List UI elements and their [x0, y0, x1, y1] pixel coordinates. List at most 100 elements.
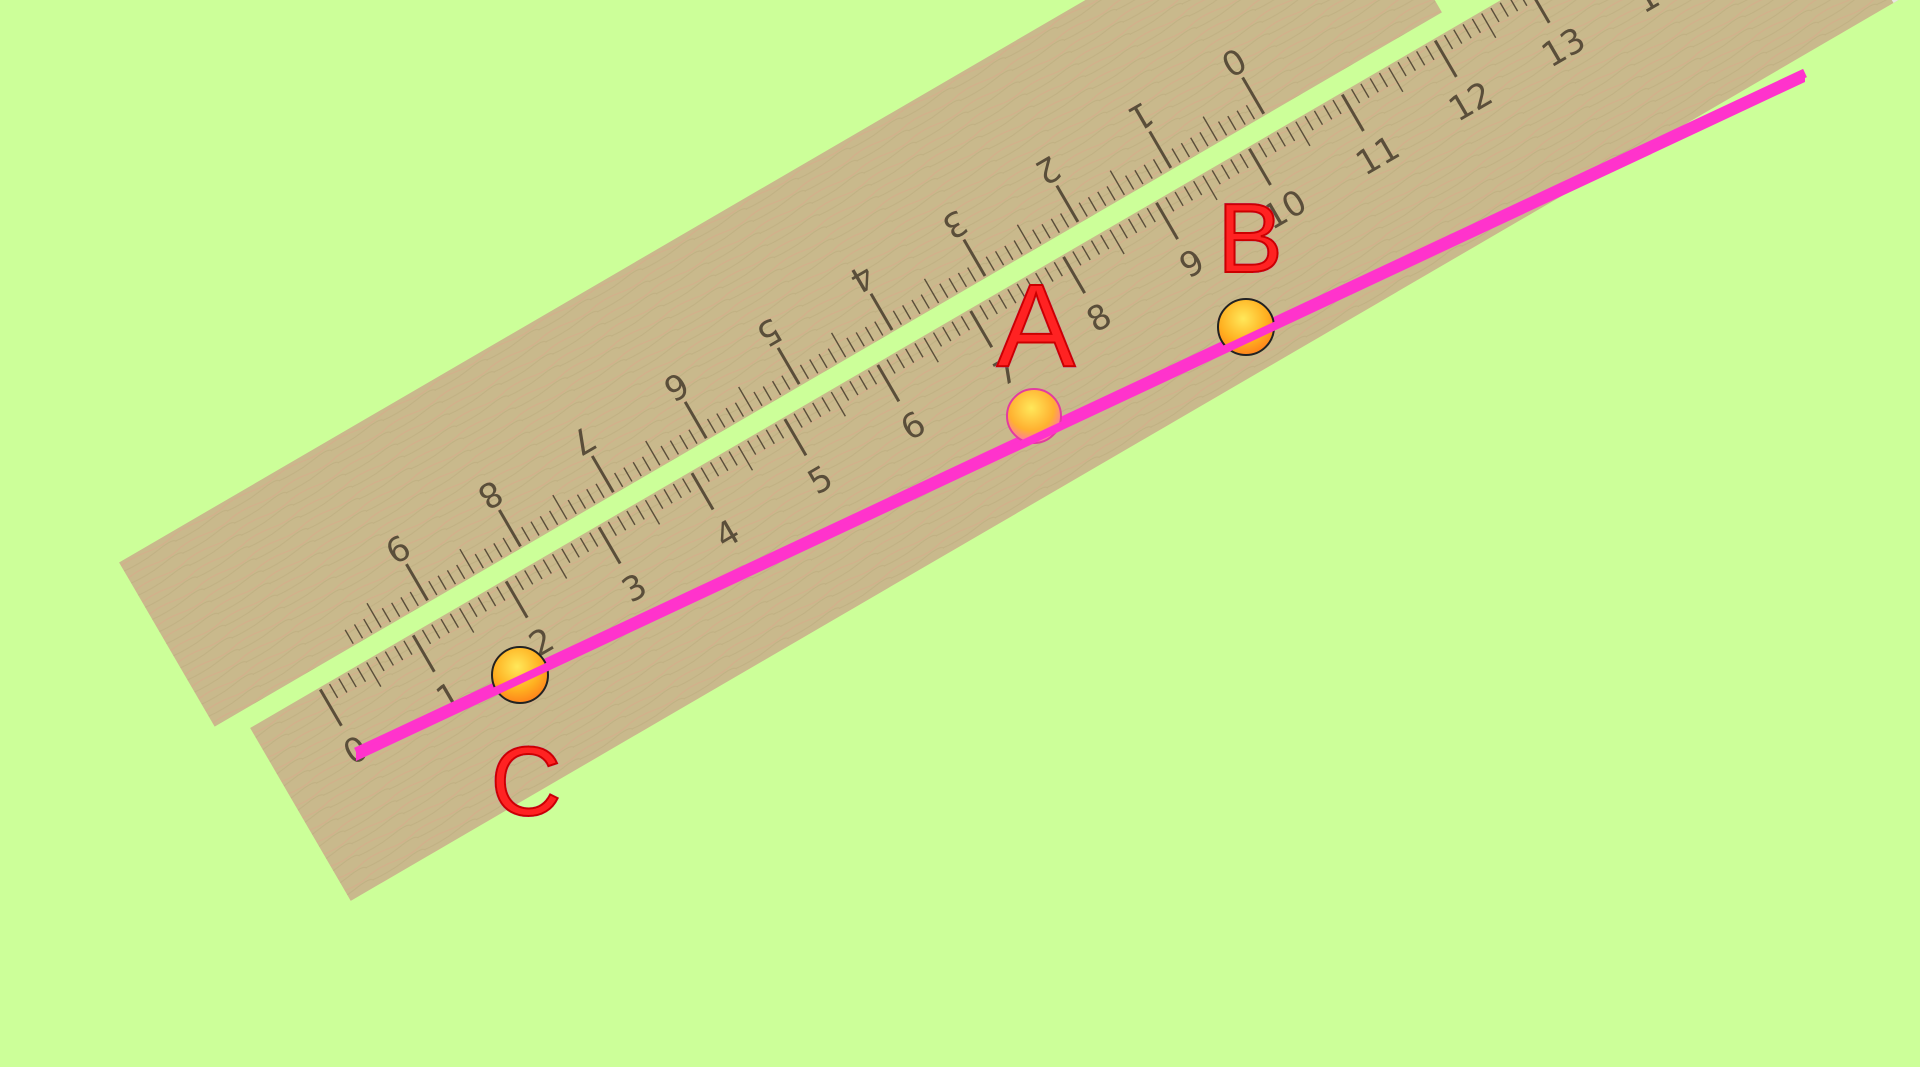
lower-ruler-tick — [1090, 240, 1101, 255]
upper-ruler-tick — [1134, 169, 1144, 185]
lower-ruler-tick — [1239, 153, 1249, 169]
upper-ruler-tick — [846, 337, 856, 353]
lower-ruler-tick — [1211, 169, 1221, 185]
lower-ruler-tick — [942, 326, 952, 342]
lower-ruler-tick — [1295, 121, 1311, 147]
upper-ruler-tick — [498, 509, 522, 548]
upper-ruler-tick — [391, 602, 401, 617]
lower-ruler-tick — [597, 526, 622, 565]
lower-ruler-tick — [960, 316, 971, 331]
lower-ruler-tick — [1499, 2, 1509, 17]
lower-ruler-tick — [682, 478, 692, 493]
lower-ruler-tick — [1481, 13, 1497, 39]
lower-ruler-tick — [644, 499, 661, 525]
lower-ruler-tick — [403, 640, 413, 655]
upper-ruler-tick — [948, 278, 958, 293]
lower-ruler-tick — [1127, 218, 1138, 234]
upper-ruler-tick — [409, 591, 419, 607]
upper-ruler-tick — [1055, 184, 1080, 223]
lower-ruler-tick — [988, 299, 998, 315]
lower-ruler-tick — [867, 370, 878, 385]
lower-ruler-tick — [1453, 29, 1463, 44]
lower-ruler-tick — [1035, 272, 1045, 288]
upper-ruler-tick — [1032, 229, 1042, 244]
lower-ruler-tick — [793, 413, 803, 428]
lower-ruler-tick — [1025, 278, 1036, 293]
lower-ruler-tick — [1388, 67, 1404, 93]
lower-ruler-tick — [1471, 18, 1482, 34]
upper-ruler-tick — [552, 494, 568, 520]
upper-ruler-tick — [1087, 196, 1098, 212]
lower-ruler-tick — [1425, 45, 1435, 61]
lower-ruler-tick — [1508, 0, 1519, 12]
upper-ruler-tick — [923, 278, 940, 304]
lower-ruler-tick — [366, 662, 382, 687]
lower-ruler-tick — [338, 678, 348, 693]
lower-ruler-tick — [654, 494, 664, 509]
label-B: B — [1217, 183, 1282, 293]
lower-ruler-tick — [533, 564, 543, 580]
lower-ruler-tick — [477, 597, 487, 612]
lower-ruler-tick — [1397, 61, 1407, 77]
upper-ruler-tick — [962, 238, 987, 277]
label-C: C — [491, 726, 562, 836]
lower-ruler-tick — [486, 591, 497, 607]
lower-ruler-tick — [895, 353, 905, 369]
lower-ruler-tick — [1360, 83, 1370, 99]
upper-ruler-tick — [874, 321, 884, 336]
lower-ruler-tick — [1174, 191, 1184, 207]
lower-ruler-tick — [756, 434, 766, 450]
upper-ruler-tick — [502, 537, 512, 553]
upper-ruler-tick — [669, 440, 680, 455]
lower-ruler-tick — [1313, 110, 1324, 126]
lower-ruler-tick — [1007, 288, 1017, 304]
upper-ruler-tick — [716, 413, 726, 428]
lower-ruler-tick — [1276, 132, 1286, 147]
upper-ruler-tick — [548, 510, 559, 526]
lower-ruler-tick — [905, 348, 915, 363]
lower-ruler-tick — [690, 472, 715, 511]
upper-ruler-tick — [632, 461, 642, 477]
lower-ruler-tick — [1062, 256, 1086, 294]
lower-ruler-tick — [672, 483, 682, 499]
upper-ruler-tick — [428, 580, 438, 596]
lower-ruler[interactable]: 0123456789101112131415 — [250, 0, 1907, 901]
upper-ruler-tick — [1180, 142, 1191, 158]
upper-ruler-tick — [1143, 164, 1153, 179]
upper-ruler-tick — [493, 542, 503, 558]
lower-ruler-tick — [1137, 213, 1147, 228]
upper-ruler-tick — [1148, 130, 1173, 169]
upper-ruler-tick — [366, 602, 382, 628]
lower-ruler-tick — [1304, 115, 1314, 131]
upper-ruler-tick — [483, 548, 494, 563]
upper-ruler-tick — [623, 467, 633, 482]
lower-ruler-tick — [514, 575, 525, 591]
lower-ruler-tick — [524, 570, 534, 585]
upper-ruler-tick — [920, 294, 930, 309]
upper-ruler-tick — [1241, 76, 1266, 115]
lower-ruler-tick — [551, 553, 568, 579]
lower-ruler-tick — [1332, 99, 1342, 115]
lower-ruler-tick — [886, 359, 896, 374]
upper-ruler-tick — [437, 575, 447, 590]
lower-ruler-tick — [375, 656, 385, 672]
lower-ruler-tick — [914, 343, 924, 358]
upper-ruler-tick — [530, 521, 540, 536]
lower-ruler-tick — [468, 602, 478, 618]
lower-ruler-tick — [579, 537, 590, 553]
lower-ruler-tick — [421, 629, 432, 645]
lower-ruler-tick — [876, 364, 901, 403]
upper-ruler-tick — [1236, 110, 1246, 125]
upper-ruler-tick — [641, 456, 652, 471]
upper-ruler-tick — [446, 570, 457, 585]
upper-ruler-tick — [902, 305, 912, 320]
lower-ruler-tick — [616, 516, 627, 531]
lower-ruler-tick — [542, 559, 552, 574]
upper-ruler-tick — [1202, 116, 1218, 142]
upper-ruler-tick — [1217, 121, 1228, 136]
lower-ruler-tick — [932, 332, 943, 347]
upper-ruler-tick — [1041, 223, 1051, 239]
lower-ruler-tick — [459, 608, 475, 633]
lower-ruler-tick — [783, 418, 808, 457]
